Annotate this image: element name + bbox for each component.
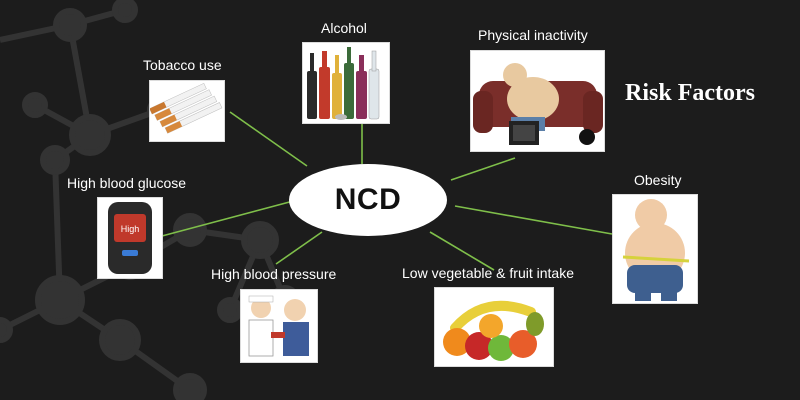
diet-image [434,287,554,367]
bottles-icon [307,47,380,120]
connector-pressure [275,231,323,265]
obesity-image [612,194,698,304]
connector-inactivity [450,157,516,181]
tobacco-image [149,80,225,142]
connectors [161,111,613,271]
fruit-bowl-icon [443,300,544,361]
glucose-meter-icon: High [108,202,152,274]
glucose-meter-text: High [121,224,140,234]
inactivity-label: Physical inactivity [478,27,588,43]
glucose-image: High [97,197,163,279]
tobacco-label: Tobacco use [143,57,222,73]
connector-diet [429,231,495,271]
diagram-title: Risk Factors [625,80,755,106]
diet-label: Low vegetable & fruit intake [402,265,574,281]
pressure-image [240,289,318,363]
ncd-hub: NCD [289,164,447,236]
connector-tobacco [229,111,308,167]
inactivity-image [470,50,605,152]
obesity-label: Obesity [634,172,682,188]
doctor-patient-icon [248,295,309,357]
connector-glucose [161,199,298,237]
pressure-label: High blood pressure [211,266,337,282]
alcohol-label: Alcohol [321,20,367,36]
couch-potato-icon [473,63,603,145]
cigarettes-icon [150,82,223,134]
alcohol-image [302,42,390,124]
ncd-hub-label: NCD [334,183,402,216]
connector-obesity [454,205,613,235]
overweight-person-icon [622,199,690,301]
glucose-label: High blood glucose [67,175,187,191]
